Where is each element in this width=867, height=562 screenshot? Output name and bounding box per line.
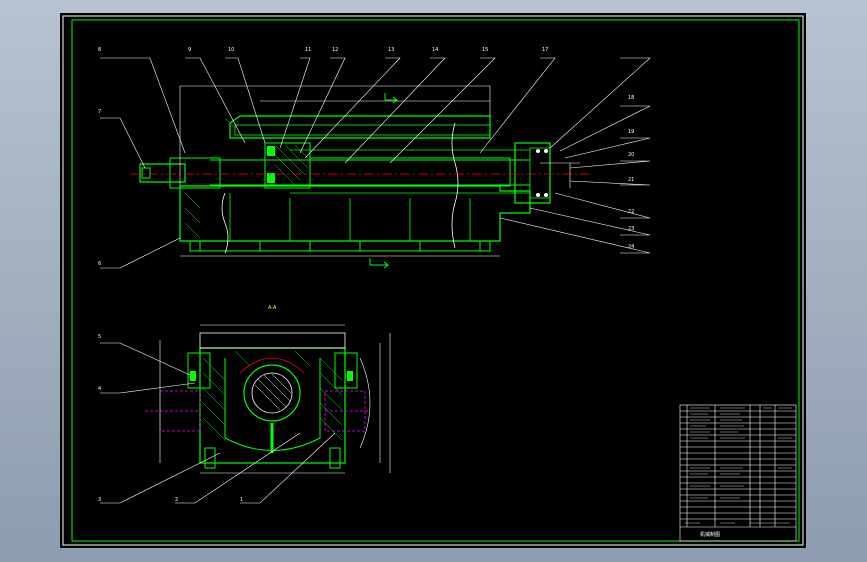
balloon-13: 13 — [388, 47, 394, 53]
balloon-21: 21 — [628, 177, 634, 183]
drawing-canvas: 8 9 10 11 12 13 14 15 17 18 19 20 21 22 … — [62, 15, 804, 546]
balloon-11: 11 — [305, 47, 311, 53]
balloon-10: 10 — [228, 47, 234, 53]
balloon-5: 5 — [98, 334, 101, 340]
inner-frame — [71, 19, 800, 542]
balloon-18: 18 — [628, 95, 634, 101]
balloon-7: 7 — [98, 109, 101, 115]
leader-lines-bottom — [100, 342, 336, 504]
cross-section-view: A-A — [145, 305, 391, 474]
balloon-9: 9 — [188, 47, 191, 53]
balloon-17: 17 — [542, 47, 548, 53]
section-label: A-A — [268, 305, 277, 311]
balloon-8: 8 — [98, 47, 101, 53]
balloon-23: 23 — [628, 226, 634, 232]
balloon-4: 4 — [98, 386, 101, 392]
drawing-sheet[interactable]: 8 9 10 11 12 13 14 15 17 18 19 20 21 22 … — [60, 13, 806, 548]
balloon-24: 24 — [628, 244, 634, 250]
balloon-1: 1 — [240, 497, 243, 503]
balloon-labels-top: 8 9 10 11 12 13 14 15 17 18 19 20 21 22 … — [98, 47, 634, 267]
balloon-15: 15 — [482, 47, 488, 53]
balloon-2: 2 — [175, 497, 178, 503]
balloon-3: 3 — [98, 497, 101, 503]
balloon-22: 22 — [628, 209, 634, 215]
leader-lines-top — [100, 57, 651, 269]
spindle-assembly-view — [130, 85, 590, 269]
title-block-entries — [685, 407, 792, 524]
balloon-20: 20 — [628, 152, 634, 158]
balloon-14: 14 — [432, 47, 438, 53]
balloon-12: 12 — [332, 47, 338, 53]
balloon-6: 6 — [98, 261, 101, 267]
outer-frame — [62, 15, 804, 546]
balloon-19: 19 — [628, 129, 634, 135]
title-block-footer: 机械制图 — [700, 531, 720, 538]
title-block — [679, 404, 797, 542]
balloon-labels-bottom: 5 4 3 2 1 — [98, 334, 243, 503]
